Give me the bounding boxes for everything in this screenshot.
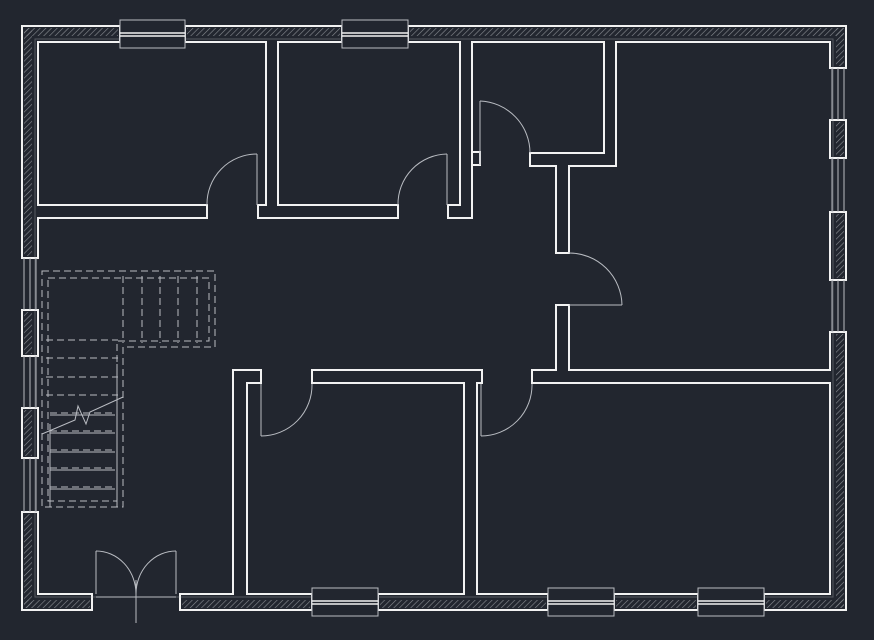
door-swing-arc <box>480 383 533 437</box>
door-swing-arc <box>206 153 258 206</box>
exterior-inner-line <box>34 38 834 598</box>
wall-segment-fill <box>531 154 615 165</box>
wall-segment-fill <box>37 206 206 217</box>
wall-segment-fill <box>605 41 615 165</box>
doors <box>95 100 623 623</box>
wall-segment-fill <box>557 306 568 382</box>
wall-fills <box>23 27 845 609</box>
wall-segment-fill <box>557 154 568 252</box>
hatch-band <box>24 410 32 456</box>
stair-inner-outline <box>47 277 210 502</box>
door-swing-arc <box>397 153 448 206</box>
window <box>547 587 615 617</box>
hatch-band <box>836 334 844 608</box>
hatch-band <box>836 122 844 156</box>
wall-segment-fill <box>234 371 260 382</box>
hatch-band <box>836 28 844 66</box>
wall-outlines <box>21 25 847 611</box>
wall-segment-fill <box>259 206 397 217</box>
windows <box>23 19 845 617</box>
door-swing-arc <box>260 383 313 437</box>
hatch-band <box>24 28 32 256</box>
exterior-wall-hatching <box>24 28 844 608</box>
hatch-band <box>24 600 90 608</box>
door-swing-arc <box>479 100 531 154</box>
hatch-band <box>24 312 32 354</box>
hatch-band <box>24 28 118 36</box>
window <box>697 587 765 617</box>
hatch-band <box>187 28 340 36</box>
stair-break-line <box>41 396 124 435</box>
wall-segment-fill <box>473 153 479 164</box>
door-swing-arc <box>568 252 623 306</box>
window <box>311 587 379 617</box>
window <box>341 19 409 49</box>
entrance-door-arc <box>95 550 137 595</box>
stair-outline <box>41 270 216 508</box>
wall-segment-fill <box>465 371 476 595</box>
wall-segment-fill <box>461 41 471 217</box>
wall-segment-fill <box>234 371 246 595</box>
wall-segment-fill <box>267 41 277 217</box>
hatch-band <box>616 600 696 608</box>
entrance-door-arc <box>135 550 177 595</box>
hatch-band <box>766 600 844 608</box>
wall-segment-fill <box>449 206 471 217</box>
hatch-band <box>410 28 844 36</box>
staircase <box>41 270 216 508</box>
hatch-band <box>380 600 546 608</box>
hatch-band <box>836 214 844 278</box>
hatch-band <box>182 600 310 608</box>
hatch-band <box>24 514 32 608</box>
wall-segment-fill <box>313 371 481 382</box>
wall-segment-fill <box>533 371 831 382</box>
window <box>119 19 186 49</box>
